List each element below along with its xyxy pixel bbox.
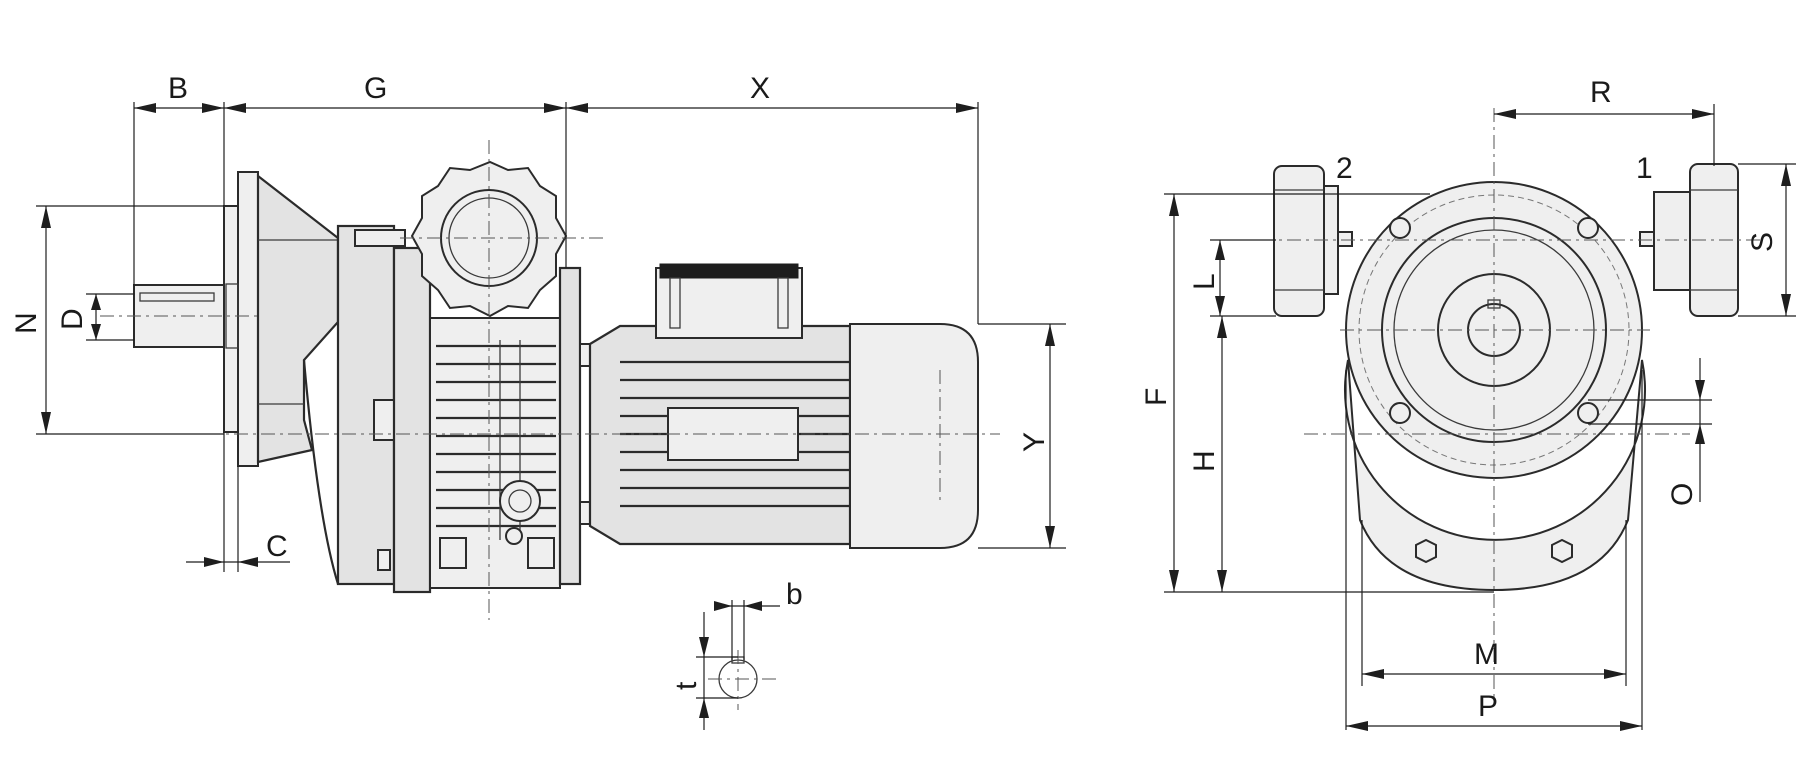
fan-cover <box>849 323 979 549</box>
dimension-labels: B G X N D C Y b t R 1 2 S F L H O M P <box>10 72 1779 723</box>
label-F: F <box>1140 388 1173 406</box>
handwheel-side <box>410 160 568 318</box>
label-Y: Y <box>1018 432 1051 452</box>
side-view <box>100 140 1000 710</box>
bolt-hole <box>1389 217 1411 239</box>
electric-motor <box>588 263 979 549</box>
cone-housing <box>256 173 340 464</box>
variator-body <box>302 224 406 586</box>
label-O: O <box>1666 483 1699 506</box>
label-t: t <box>670 681 703 690</box>
foot-bolt <box>1415 538 1437 564</box>
label-H: H <box>1188 450 1221 472</box>
label-S: S <box>1746 232 1779 252</box>
label-M: M <box>1474 638 1499 671</box>
label-L: L <box>1188 273 1221 290</box>
label-P: P <box>1478 690 1498 723</box>
bolt-hole <box>1577 217 1599 239</box>
label-1: 1 <box>1636 152 1653 185</box>
output-flange <box>223 171 259 467</box>
base-flange <box>1344 359 1646 592</box>
motor-fins <box>620 360 850 508</box>
label-C: C <box>266 530 288 563</box>
cooling-fins <box>436 340 556 540</box>
label-2: 2 <box>1336 152 1353 185</box>
label-G: G <box>364 72 387 105</box>
dimension-lines <box>36 102 1796 731</box>
label-R: R <box>1590 76 1612 109</box>
worm-gearbox <box>392 246 591 594</box>
label-B: B <box>168 72 188 105</box>
foot-bolt <box>1551 538 1573 564</box>
label-D: D <box>56 308 89 330</box>
front-view <box>1260 108 1760 706</box>
handwheel-2 <box>1273 165 1353 317</box>
inspection-plug <box>499 480 541 522</box>
label-N: N <box>10 312 43 334</box>
label-b: b <box>786 578 803 611</box>
label-X: X <box>750 72 770 105</box>
bolt-hole <box>1577 402 1599 424</box>
bolt-hole <box>1389 402 1411 424</box>
